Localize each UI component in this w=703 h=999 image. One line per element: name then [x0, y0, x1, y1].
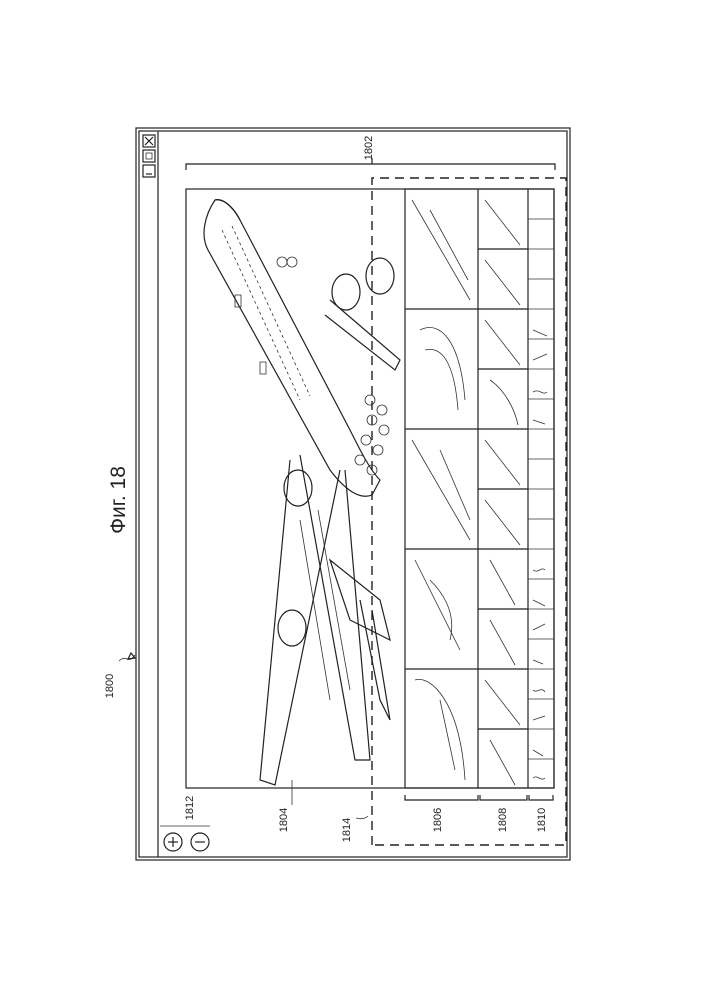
thumbnail-row-1806 [405, 200, 478, 780]
thumbnail-row-1810 [528, 219, 554, 779]
thumbnail-1806-5[interactable] [415, 679, 465, 780]
thumbnail-1808-sketches[interactable] [485, 200, 520, 785]
thumbnail-1806-2[interactable] [420, 328, 465, 410]
panel-range-bracket: 1802 [186, 136, 555, 170]
thumbnail-1810-sketches[interactable] [533, 330, 547, 779]
dashed-selection-region [372, 178, 566, 845]
ref-dashed-leader [356, 816, 368, 819]
row-1808-bracket [480, 795, 527, 800]
ref-row-1806-label: 1806 [432, 808, 444, 832]
zoom-controls [164, 833, 209, 851]
row-1806-bracket [405, 795, 478, 800]
ref-panel-range-label: 1802 [363, 136, 375, 160]
minimize-icon[interactable] [143, 165, 155, 177]
thumbnail-row-1808 [478, 200, 528, 785]
ref-main-image-label: 1804 [278, 808, 290, 832]
thumbnail-grid [405, 189, 554, 788]
figure-title: Фиг. 18 [107, 466, 130, 534]
ref-dashed-region-label: 1814 [341, 818, 353, 842]
thumbnail-1806-4[interactable] [415, 560, 460, 650]
ref-row-1808-label: 1808 [497, 808, 509, 832]
ref-zoom-label: 1812 [184, 796, 196, 820]
maximize-icon[interactable] [143, 150, 155, 162]
ref-window-arrow [128, 653, 135, 659]
row-1810-bracket [529, 795, 553, 800]
window-buttons [143, 135, 155, 177]
ref-window-label: 1800 [104, 674, 116, 698]
row-reference-labels: 1806 1808 1810 [405, 795, 553, 832]
thumbnail-1806-3[interactable] [412, 440, 470, 540]
aircraft-illustration [204, 200, 400, 785]
ref-row-1810-label: 1810 [536, 808, 548, 832]
thumbnail-1806-1[interactable] [412, 200, 470, 300]
main-image-panel: 1804 [186, 189, 554, 832]
